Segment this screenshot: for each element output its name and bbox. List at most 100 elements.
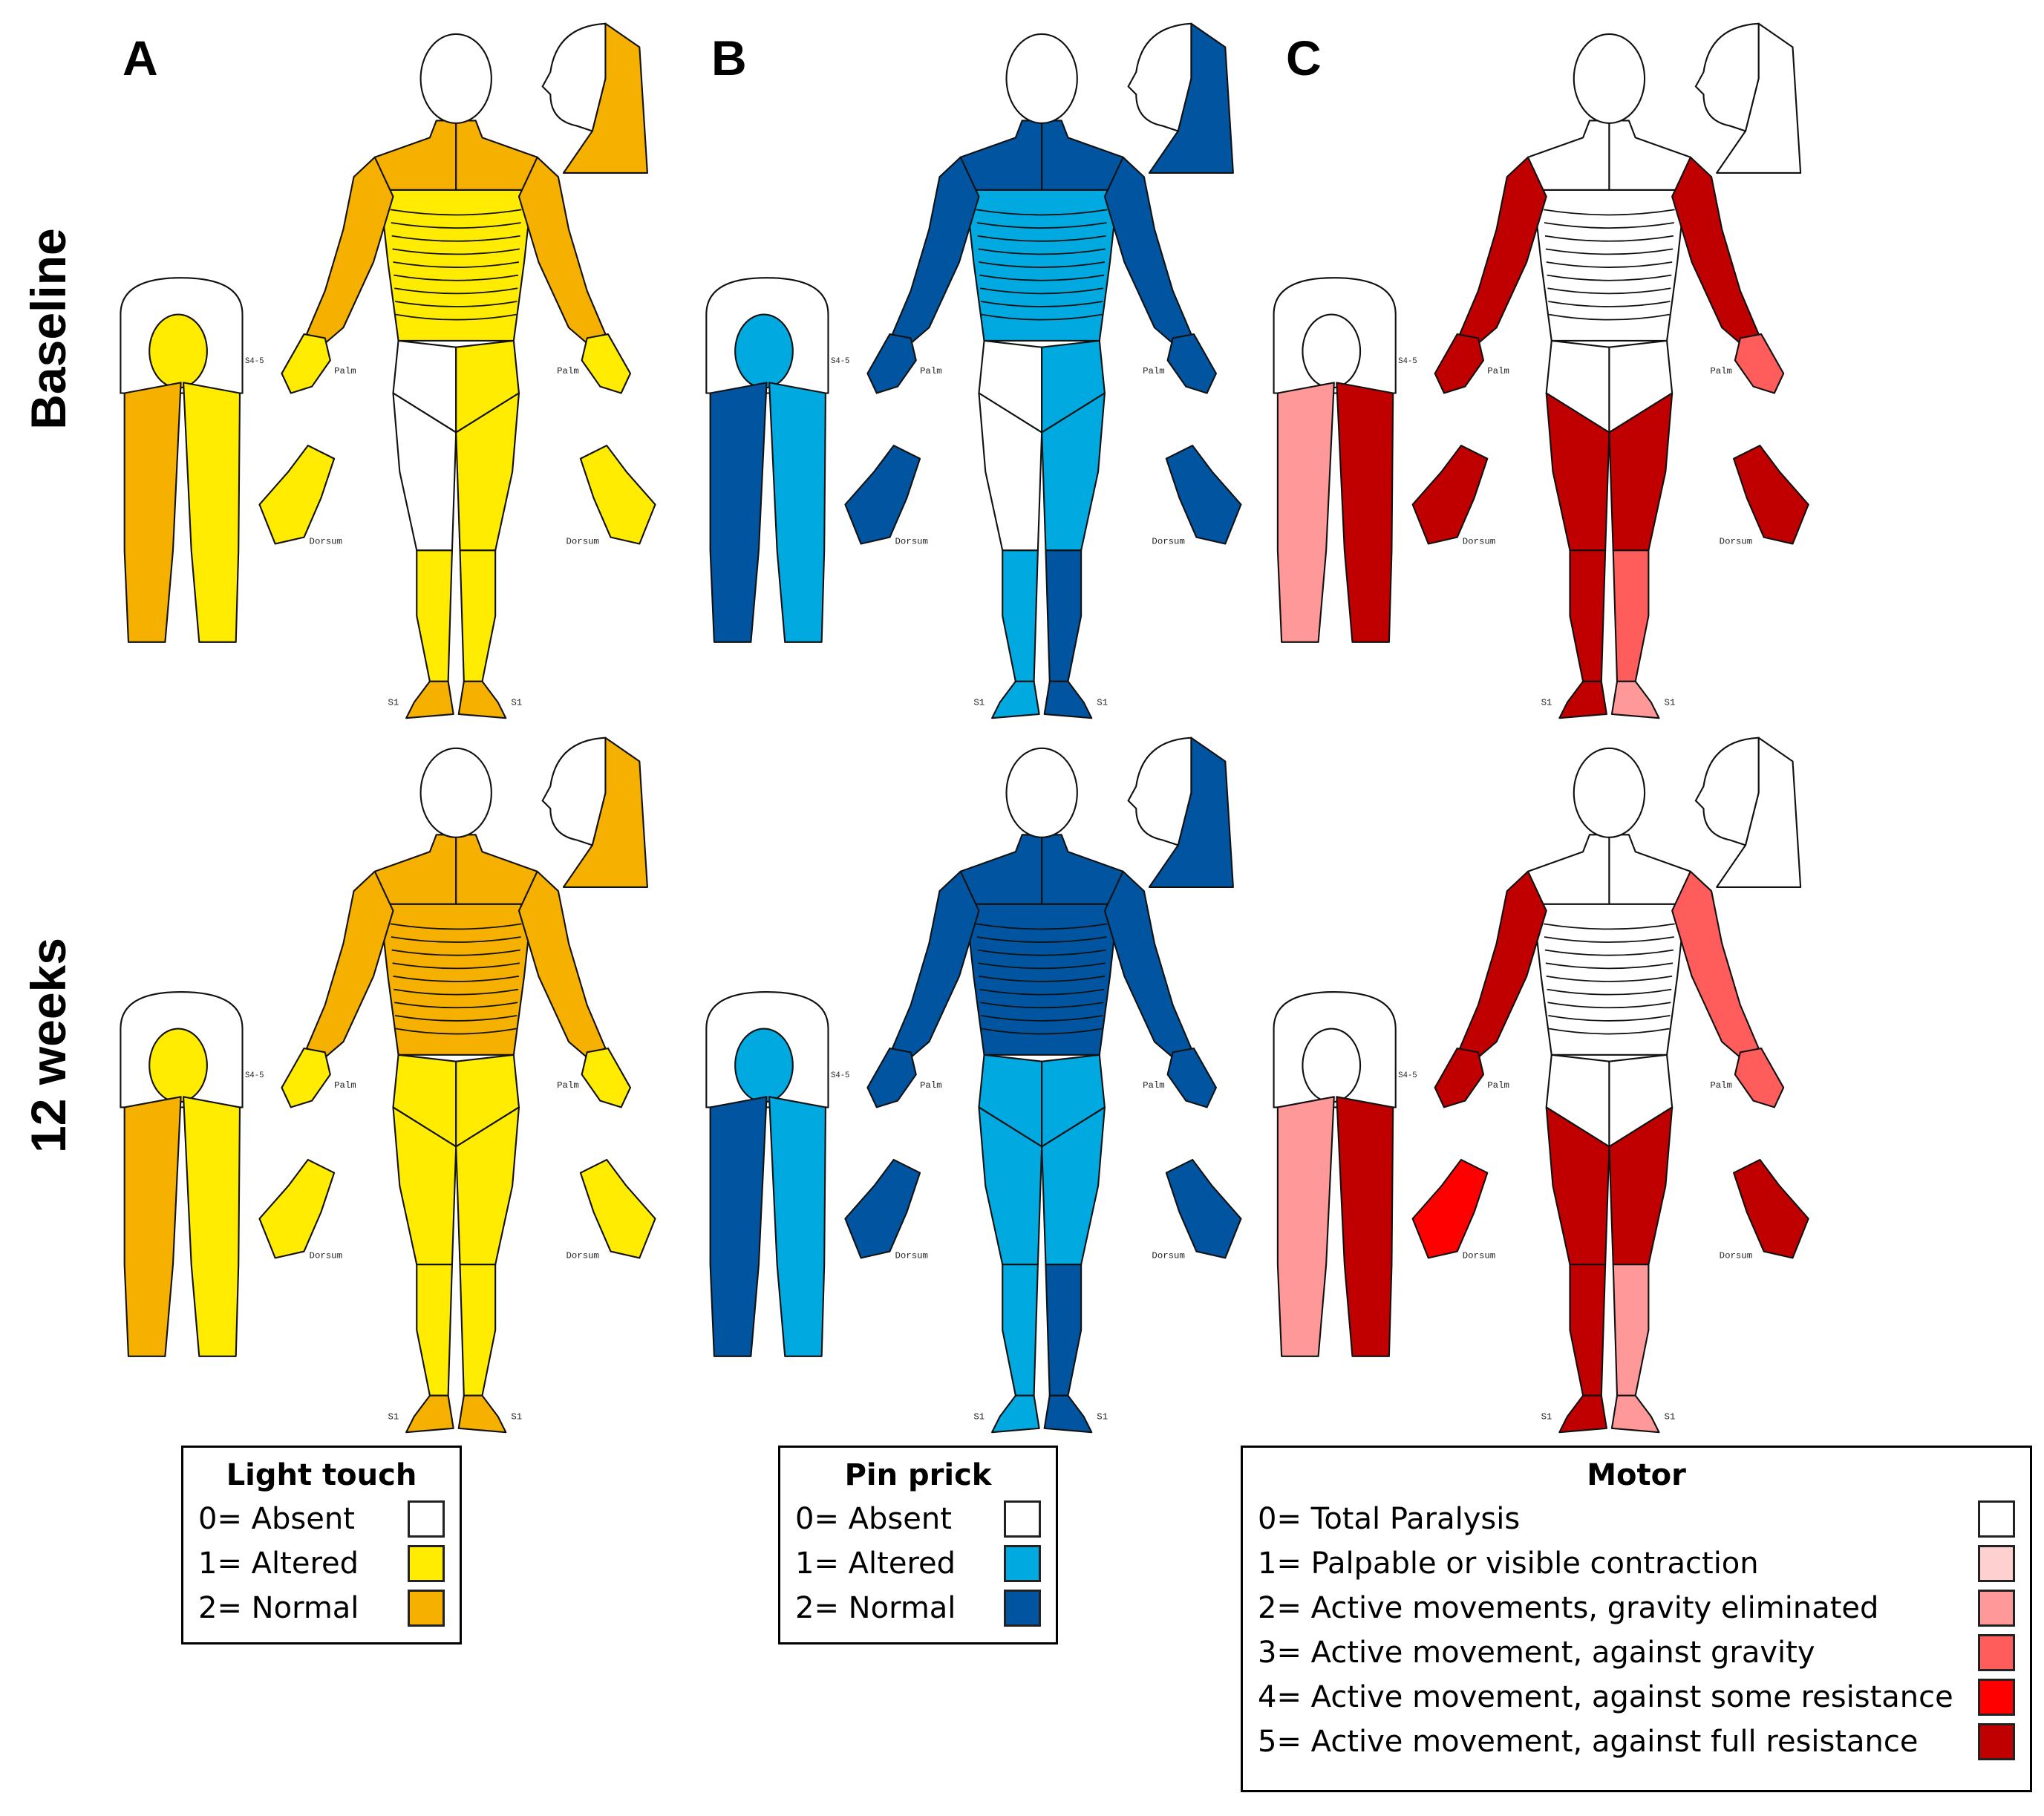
- dermatome-line: [980, 301, 1103, 307]
- hand-left: [866, 1047, 917, 1108]
- dermatome-line: [978, 962, 1106, 970]
- back-leg-left: [709, 1096, 768, 1357]
- dermatome-line: [977, 235, 1106, 242]
- label-palm-right: Palm: [1710, 1080, 1732, 1091]
- back-leg-left: [709, 382, 768, 643]
- dermatome-line: [393, 976, 520, 982]
- hand-left: [866, 333, 917, 394]
- back-leg-left: [1276, 1096, 1335, 1357]
- dorsum-hand-left: [844, 445, 921, 545]
- hand-right: [1166, 333, 1217, 394]
- label-dorsum-right: Dorsum: [1152, 1250, 1184, 1261]
- side-face: [1694, 736, 1760, 846]
- dermatome-line: [1546, 261, 1673, 268]
- legend-motor: Motor 0= Total Paralysis 1= Palpable or v…: [1241, 1446, 2032, 1792]
- foot-right: [1043, 680, 1093, 719]
- dermatome-line: [1548, 301, 1671, 307]
- dermatome-line: [390, 923, 522, 930]
- legend-swatch: [1978, 1634, 2015, 1671]
- label-s1-left: S1: [388, 698, 399, 708]
- dermatome-line: [1544, 222, 1674, 229]
- label-palm-left: Palm: [1487, 1080, 1509, 1091]
- lower-leg-right: [459, 549, 497, 682]
- dermatome-line: [1547, 1002, 1671, 1009]
- hand-right: [1166, 1047, 1217, 1108]
- legend-item: 0= Total Paralysis: [1258, 1497, 2015, 1541]
- dorsum-hand-left: [1411, 445, 1489, 545]
- legend-item-label: 2= Active movements, gravity eliminated: [1258, 1591, 1879, 1625]
- dermatome-line: [392, 962, 520, 970]
- legend-item: 4= Active movement, against some resista…: [1258, 1675, 2015, 1719]
- dermatome-line: [1544, 949, 1674, 956]
- legend-item-label: 1= Altered: [795, 1546, 956, 1581]
- dermatome-line: [1545, 248, 1674, 255]
- dorsum-hand-left: [258, 445, 336, 545]
- dorsum-hand-left: [258, 1158, 336, 1259]
- dorsum-hand-right: [1733, 445, 1809, 545]
- label-dorsum-left: Dorsum: [895, 1250, 927, 1261]
- dermatome-line: [394, 988, 519, 996]
- legend-swatch: [408, 1590, 445, 1627]
- dermatome-line: [390, 209, 522, 216]
- sacral-region: [1302, 313, 1362, 389]
- back-leg-left: [123, 1096, 182, 1357]
- label-palm-right: Palm: [557, 366, 579, 376]
- back-leg-right: [1336, 382, 1394, 643]
- dorsum-hand-right: [579, 1158, 656, 1259]
- legend-swatch: [1004, 1500, 1041, 1538]
- dermatome-line: [395, 1028, 517, 1035]
- label-s1-right: S1: [1665, 698, 1676, 708]
- label-dorsum-left: Dorsum: [1463, 1250, 1495, 1261]
- label-s1-left: S1: [973, 698, 985, 708]
- label-palm-right: Palm: [1143, 366, 1165, 376]
- dermatome-line: [980, 1002, 1104, 1009]
- legend-item-label: 4= Active movement, against some resista…: [1258, 1680, 1953, 1714]
- dermatome-line: [394, 287, 518, 295]
- label-s1-right: S1: [1665, 1411, 1676, 1422]
- legend-title: Motor: [1587, 1458, 1686, 1492]
- trunk: [964, 189, 1119, 342]
- foot-left: [991, 1394, 1040, 1434]
- arm-right: [517, 156, 607, 344]
- legend-item-label: 1= Palpable or visible contraction: [1258, 1546, 1759, 1581]
- panel-label-a: A: [123, 30, 158, 85]
- label-dorsum-right: Dorsum: [1152, 536, 1184, 546]
- label-s1-left: S1: [973, 1411, 985, 1422]
- back-leg-left: [1276, 382, 1335, 643]
- back-leg-right: [183, 382, 241, 643]
- dermatome-line: [978, 248, 1106, 255]
- arm-right: [1103, 156, 1192, 344]
- label-s1-right: S1: [511, 698, 522, 708]
- dermatome-line: [394, 301, 517, 307]
- label-s45: S4-5: [831, 357, 849, 366]
- panel-label-b: B: [711, 30, 747, 85]
- dermatome-line: [395, 313, 517, 321]
- row-label-12-weeks: 12 weeks: [21, 938, 76, 1153]
- head: [1005, 747, 1078, 838]
- dermatome-line: [980, 287, 1104, 295]
- head: [419, 33, 492, 124]
- label-dorsum-right: Dorsum: [566, 1250, 598, 1261]
- legend-swatch: [1004, 1545, 1041, 1582]
- legend-swatch: [408, 1500, 445, 1538]
- legend-item: 0= Absent: [795, 1497, 1041, 1541]
- label-s1-right: S1: [1097, 698, 1108, 708]
- arm-left: [1459, 870, 1547, 1059]
- dermatome-line: [980, 1015, 1103, 1022]
- legend-swatch: [1978, 1723, 2015, 1760]
- trunk: [964, 903, 1119, 1056]
- back-leg-left: [123, 382, 182, 643]
- lower-leg-left: [1002, 1264, 1039, 1397]
- label-dorsum-left: Dorsum: [310, 1250, 342, 1261]
- arm-right: [1103, 870, 1192, 1059]
- legend-swatch: [1978, 1500, 2015, 1538]
- lower-leg-right: [1612, 1264, 1650, 1397]
- dermatome-line: [394, 274, 519, 281]
- hand-left: [281, 1047, 331, 1108]
- arm-left: [891, 870, 980, 1059]
